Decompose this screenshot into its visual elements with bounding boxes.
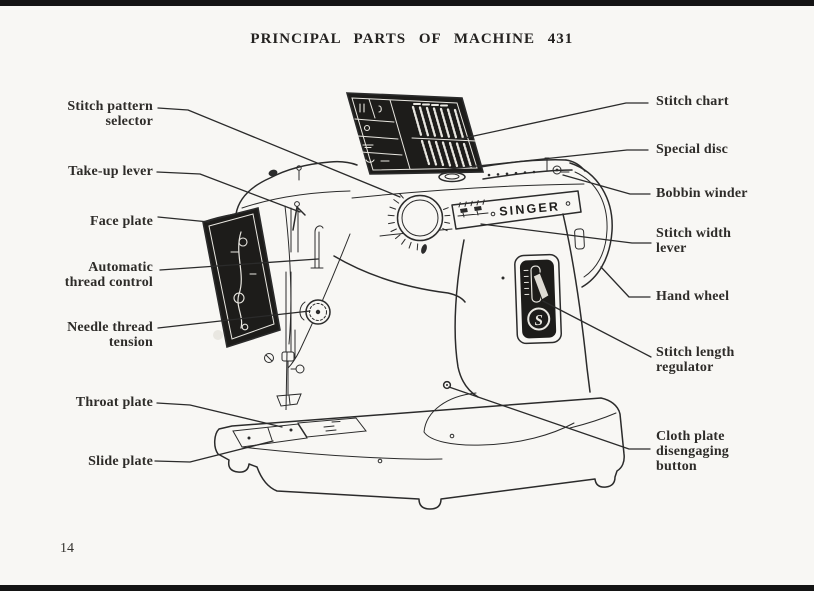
label-special-disc: Special disc: [656, 142, 729, 157]
leader-automatic-thread-control: [159, 258, 319, 271]
cloth-plate-deck: [423, 392, 575, 446]
width-lever-drawing: [457, 199, 489, 218]
needle-assembly-drawing: [264, 271, 305, 411]
leader-hand-wheel: [600, 266, 651, 298]
leader-special-disc: [439, 149, 649, 171]
leader-lines: [154, 102, 652, 463]
leader-take-up-lever: [156, 171, 301, 213]
label-take-up-lever: Take-up lever: [68, 164, 153, 179]
label-throat-plate: Throat plate: [75, 395, 153, 410]
label-stitch-pattern-selector: Stitch pattern selector: [67, 99, 153, 129]
dial-pointer: [421, 244, 427, 254]
s-emblem: S: [534, 313, 543, 329]
label-face-plate: Face plate: [89, 214, 153, 229]
label-stitch-length-regulator: Stitch length regulator: [656, 345, 735, 375]
bottom-rule: [0, 585, 814, 591]
singer-wordmark: SINGER: [499, 199, 561, 218]
leader-stitch-chart: [459, 102, 649, 140]
leader-stitch-pattern-selector: [157, 107, 401, 198]
length-regulator-drawing: S: [514, 253, 562, 345]
label-cloth-plate-disengaging-button: Cloth plate disengaging button: [656, 429, 729, 474]
leader-stitch-width-lever: [480, 223, 652, 244]
leader-stitch-length-regulator: [542, 300, 652, 358]
pillar-drawing: [454, 213, 591, 398]
machine-base-drawing: [214, 380, 625, 510]
stitch-chart-drawing: [345, 92, 485, 175]
take-up-lever-drawing: [290, 201, 306, 253]
throat-plate-drawing: [297, 417, 367, 438]
hand-wheel-drawing: [569, 162, 613, 288]
page-number: 14: [60, 541, 74, 556]
label-automatic-thread-control: Automatic thread control: [64, 260, 153, 290]
leader-throat-plate: [156, 402, 283, 428]
length-lever: [532, 272, 550, 301]
label-stitch-width-lever: Stitch width lever: [656, 226, 732, 256]
label-hand-wheel: Hand wheel: [656, 289, 730, 304]
special-disc-drawing: [438, 171, 466, 183]
face-plate-drawing: [202, 207, 281, 349]
pattern-selector-dial-drawing: [387, 193, 451, 254]
brand-panel: SINGER: [451, 190, 582, 230]
slide-plate-drawing: [232, 423, 308, 448]
label-slide-plate: Slide plate: [88, 454, 153, 469]
face-plate-hole: [213, 330, 223, 340]
arm-top-drawing: [479, 159, 586, 180]
leader-needle-thread-tension: [157, 310, 311, 329]
label-stitch-chart: Stitch chart: [656, 94, 729, 109]
thread-control-drawing: [310, 225, 324, 269]
page-title: PRINCIPAL PARTS OF MACHINE 431: [250, 31, 574, 47]
leader-face-plate: [157, 216, 210, 223]
top-rule: [0, 0, 814, 6]
label-bobbin-winder: Bobbin winder: [656, 186, 748, 201]
label-needle-thread-tension: Needle thread tension: [67, 320, 153, 350]
leader-cloth-plate-button: [448, 386, 651, 450]
leader-bobbin-winder: [562, 174, 651, 195]
s-emblem-ring: [527, 307, 551, 331]
leader-slide-plate: [154, 440, 274, 463]
spool-pin-knob: [268, 169, 278, 177]
